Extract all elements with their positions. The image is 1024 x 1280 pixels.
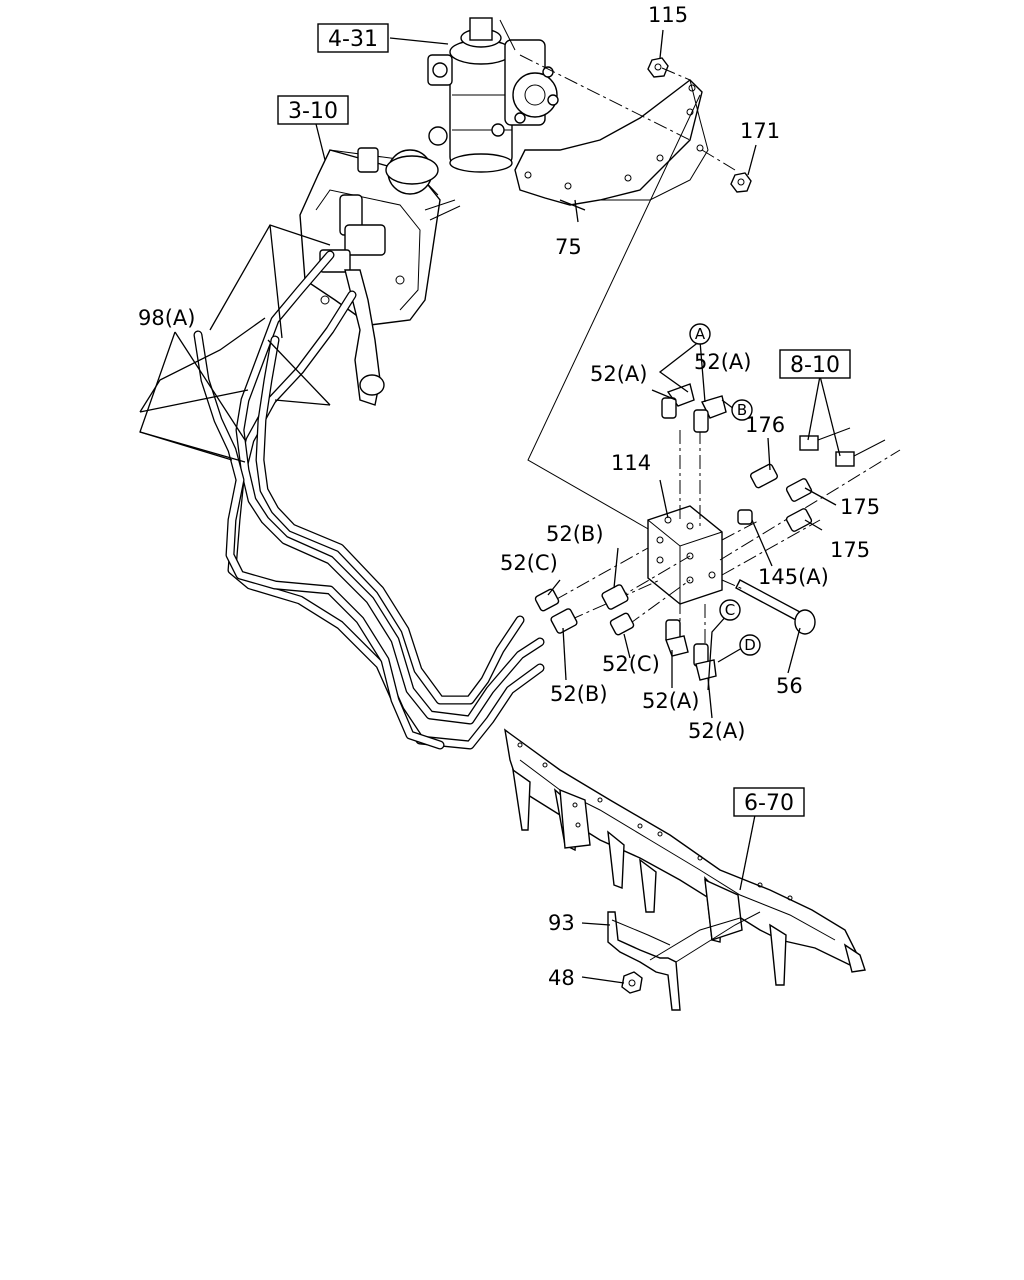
part-52b-upper-label: 52(B) <box>546 522 604 546</box>
circled-letter-a: A <box>689 323 711 345</box>
ref-box-6-70[interactable]: 6-70 <box>733 787 805 817</box>
circled-letter-a-text: A <box>695 325 706 343</box>
part-115-label: 115 <box>648 3 688 27</box>
circled-letter-b: B <box>731 399 753 421</box>
ref-box-4-31[interactable]: 4-31 <box>317 23 389 53</box>
fittings-illustration <box>534 383 886 681</box>
hydraulic-pipes <box>193 250 545 750</box>
bracket-75-illustration <box>514 57 752 206</box>
part-52c-lower-label: 52(C) <box>602 652 660 676</box>
ref-3-10-label: 3-10 <box>288 99 338 124</box>
part-93-label: 93 <box>548 911 575 935</box>
part-52a-lower-right-label: 52(A) <box>688 719 745 743</box>
distribution-block-illustration <box>647 505 816 635</box>
part-98a-label: 98(A) <box>138 306 195 330</box>
part-52a-upper-right-label: 52(A) <box>694 350 751 374</box>
circled-letter-d-text: D <box>744 636 756 654</box>
part-48-label: 48 <box>548 966 575 990</box>
part-175-lower-label: 175 <box>830 538 870 562</box>
ref-4-31-label: 4-31 <box>328 27 378 52</box>
steering-gear-illustration <box>427 17 559 173</box>
circled-letter-c-text: C <box>725 601 735 619</box>
part-171-label: 171 <box>740 119 780 143</box>
part-176-label: 176 <box>745 413 785 437</box>
part-145a-label: 145(A) <box>758 565 829 589</box>
circled-letter-b-text: B <box>737 401 747 419</box>
ref-8-10-label: 8-10 <box>790 353 840 378</box>
pedal-assembly-illustration <box>299 147 461 406</box>
ref-6-70-label: 6-70 <box>744 791 794 816</box>
part-52c-left-label: 52(C) <box>500 551 558 575</box>
ref-box-3-10[interactable]: 3-10 <box>277 95 349 125</box>
part-114-label: 114 <box>611 451 651 475</box>
ref-box-8-10[interactable]: 8-10 <box>779 349 851 379</box>
circled-letter-c: C <box>719 599 741 621</box>
circled-letter-d: D <box>739 634 761 656</box>
chassis-frame-illustration <box>504 728 866 1011</box>
part-175-upper-label: 175 <box>840 495 880 519</box>
part-56-label: 56 <box>776 674 803 698</box>
part-52b-lower-label: 52(B) <box>550 682 608 706</box>
part-52a-lower-left-label: 52(A) <box>642 689 699 713</box>
part-75-label: 75 <box>555 235 582 259</box>
part-52a-upper-left-label: 52(A) <box>590 362 647 386</box>
